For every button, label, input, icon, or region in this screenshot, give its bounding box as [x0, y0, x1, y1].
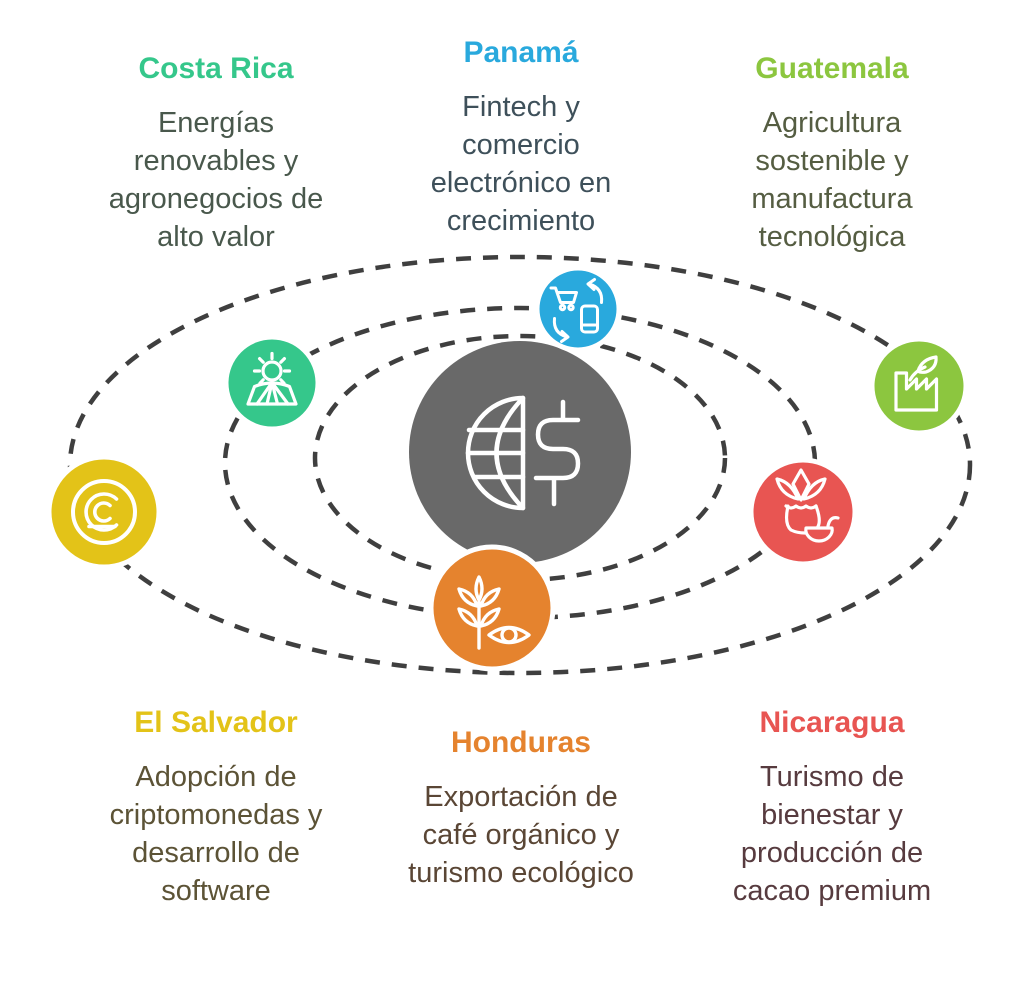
country-description-honduras: Exportación de café orgánico y turismo e…: [408, 781, 634, 889]
eco-factory-icon: [894, 355, 939, 412]
satellite-circle-el-salvador: [46, 454, 162, 570]
country-block-guatemala: Guatemala Agricultura sostenible y manuf…: [672, 52, 992, 256]
satellite-el-salvador: [46, 454, 162, 570]
satellite-nicaragua: [748, 457, 858, 567]
country-block-nicaragua: Nicaragua Turismo de bienestar y producc…: [672, 706, 992, 910]
cart-phone-exchange-icon: [549, 278, 604, 343]
agave-pot-bowl-icon: [775, 468, 840, 543]
country-block-costa-rica: Costa Rica Energías renovables y agroneg…: [56, 52, 376, 256]
satellite-honduras: [428, 544, 556, 672]
satellite-circle-honduras: [428, 544, 556, 672]
crypto-coin-icon: [71, 479, 137, 545]
satellite-panama: [534, 265, 622, 353]
country-block-panama: Panamá Fintech y comercio electrónico en…: [361, 36, 681, 240]
globe-dollar-icon: [465, 395, 581, 511]
country-block-el-salvador: El Salvador Adopción de criptomonedas y …: [56, 706, 376, 910]
country-description-panama: Fintech y comercio electrónico en crecim…: [430, 91, 612, 237]
country-title-panama: Panamá: [463, 36, 579, 69]
country-block-honduras: Honduras Exportación de café orgánico y …: [361, 726, 681, 892]
orbit-ellipse-outer: [67, 254, 973, 676]
country-title-el-salvador: El Salvador: [134, 706, 298, 739]
country-title-guatemala: Guatemala: [755, 52, 909, 85]
country-title-honduras: Honduras: [450, 726, 591, 759]
country-description-nicaragua: Turismo de bienestar y producción de cac…: [732, 761, 932, 907]
wheat-eye-icon: [457, 575, 531, 650]
country-title-nicaragua: Nicaragua: [759, 706, 905, 739]
country-description-costa-rica: Energías renovables y agronegocios de al…: [108, 107, 324, 253]
country-description-el-salvador: Adopción de criptomonedas y desarrollo d…: [109, 761, 323, 907]
country-title-costa-rica: Costa Rica: [138, 52, 294, 85]
satellite-guatemala: [869, 336, 969, 436]
satellite-costa-rica: [223, 334, 321, 432]
center-hub: [409, 341, 631, 563]
country-description-guatemala: Agricultura sostenible y manufactura tec…: [751, 107, 913, 253]
satellite-circle-panama: [534, 265, 622, 353]
orbit-ellipse-inner: [312, 333, 728, 583]
sun-field-icon: [246, 351, 298, 406]
